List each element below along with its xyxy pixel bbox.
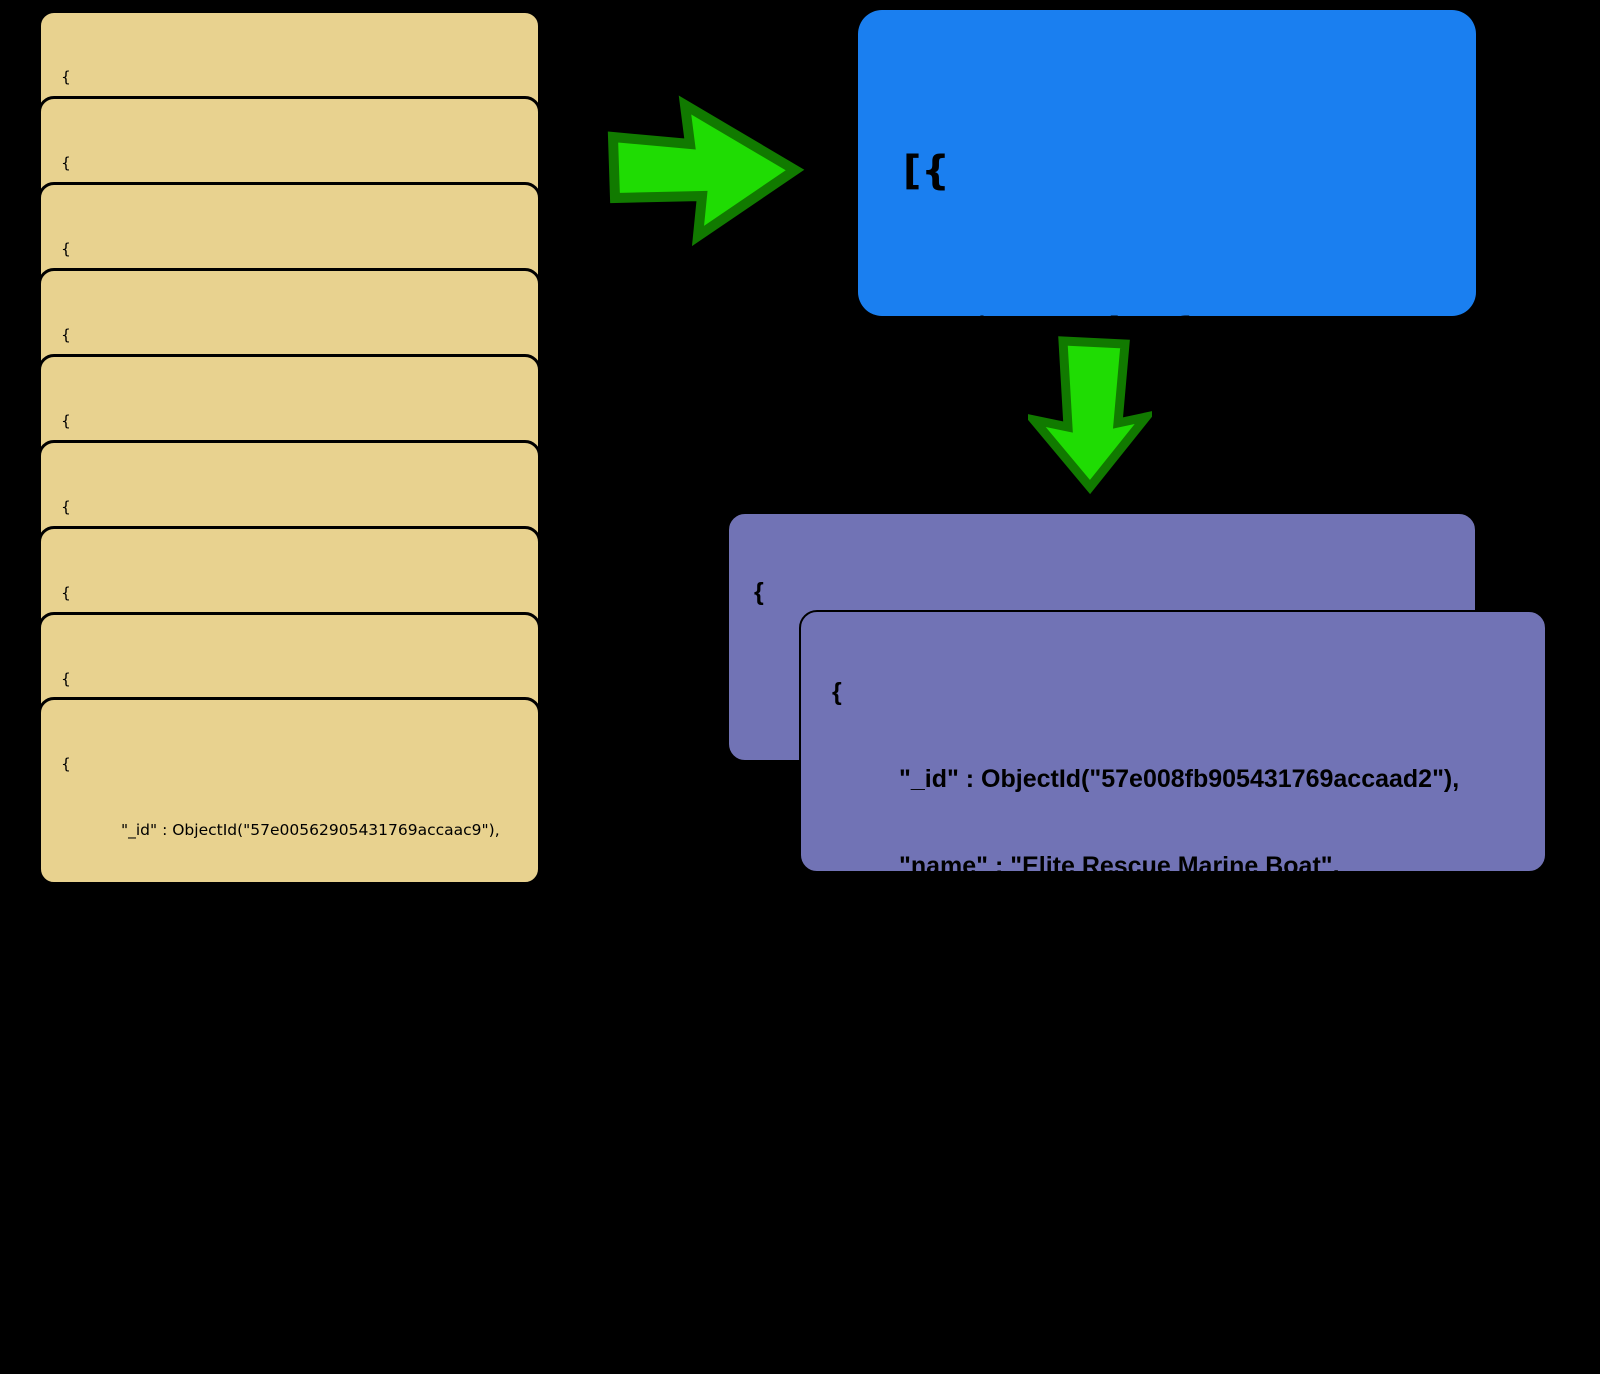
doc-price-line: "price" : 39.99, bbox=[121, 1019, 239, 1037]
doc-name-line: "name" : "Elite Rescue Marine Boat", bbox=[899, 852, 1340, 880]
doc-open-brace: { bbox=[61, 154, 71, 172]
doc-category-line: "category" : "Toys", bbox=[899, 1113, 1137, 1141]
doc-open-brace: { bbox=[61, 670, 71, 688]
doc-company-line: "company" : "Matchbox" bbox=[121, 1085, 312, 1103]
match-line: $match: { bbox=[968, 310, 1195, 356]
doc-id-line: "_id" : ObjectId("57e00562905431769accaa… bbox=[121, 821, 500, 839]
doc-company-line: "company" : "Matchbox" bbox=[899, 1200, 1196, 1228]
doc-open-brace: { bbox=[61, 412, 71, 430]
doc-qty-line: "qty" : 1, bbox=[899, 939, 1004, 967]
arrow-down-icon bbox=[1028, 335, 1152, 497]
doc-close-brace: } bbox=[832, 1287, 842, 1315]
doc-qty-line: "qty" : 1, bbox=[121, 953, 191, 971]
doc-open-brace: { bbox=[61, 68, 71, 86]
category-filter-line: category: "Toys" bbox=[1033, 472, 1403, 518]
source-doc-card-9: { "_id" : ObjectId("57e00562905431769acc… bbox=[38, 697, 541, 1169]
doc-close-brace: } bbox=[61, 1151, 71, 1169]
doc-name-line: "name" : "Elite Rescue Marine Boat", bbox=[121, 887, 407, 905]
doc-open-brace: { bbox=[754, 578, 764, 606]
doc-open-brace: { bbox=[61, 755, 71, 773]
doc-open-brace: { bbox=[61, 498, 71, 516]
aggregation-diagram: { "_id" : ObjectId("57e00560905431769acc… bbox=[38, 10, 1547, 1315]
doc-open-brace: { bbox=[61, 584, 71, 602]
arrow-right-icon bbox=[597, 92, 807, 252]
doc-open-brace: { bbox=[61, 326, 71, 344]
match-stage-box: [{ $match: { category: "Toys" } }] bbox=[858, 10, 1476, 842]
doc-id-line: "_id" : ObjectId("57e008fb905431769accaa… bbox=[899, 765, 1460, 793]
pipeline-open-line: [{ bbox=[903, 148, 950, 194]
doc-price-line: "price" : 39.99, bbox=[899, 1026, 1075, 1054]
doc-open-brace: { bbox=[61, 240, 71, 258]
result-doc-card-2: { "_id" : ObjectId("57e008fb905431769acc… bbox=[799, 610, 1547, 1315]
doc-open-brace: { bbox=[832, 678, 842, 706]
